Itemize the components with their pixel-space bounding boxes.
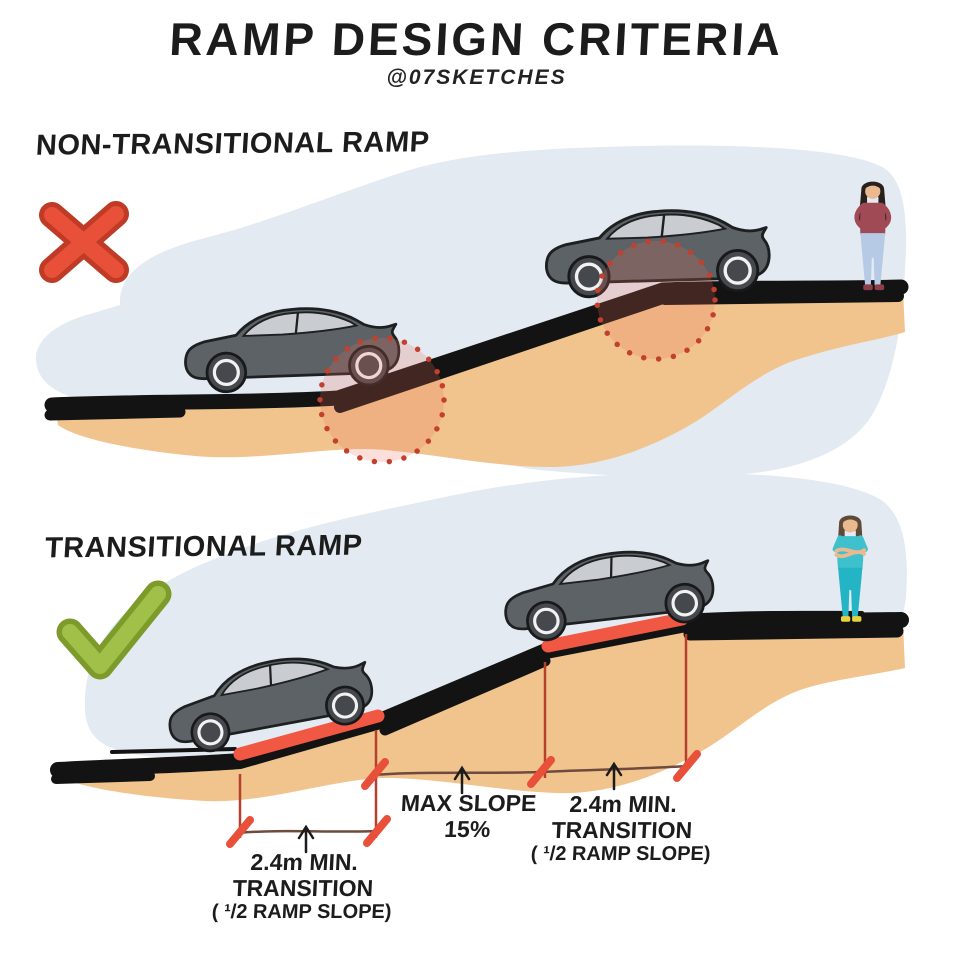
transitional-diagram (50, 472, 909, 854)
tick (226, 816, 254, 848)
shoe-right (852, 616, 862, 622)
annotation-line: ( ¹/2 RAMP SLOPE) (530, 842, 712, 865)
dimension-ticks (226, 750, 701, 848)
road (44, 279, 909, 421)
arm-left (854, 203, 869, 231)
ground (55, 290, 905, 468)
shoe-left (840, 616, 851, 622)
page-title: RAMP DESIGN CRITERIA (168, 13, 785, 65)
road-edge-top (659, 290, 904, 305)
shoe-left (863, 284, 873, 291)
x-icon (39, 201, 129, 283)
jeans (860, 233, 886, 286)
up-arrow-icon (453, 765, 471, 795)
annotation-upper-transition: 2.4m MIN. TRANSITION ( ¹/2 RAMP SLOPE) (510, 791, 734, 866)
annotation-line: 2.4m MIN. (249, 849, 359, 875)
section-label-non-transitional: NON-TRANSITIONAL RAMP (34, 126, 431, 162)
sleeve-right (857, 535, 868, 552)
upper-transition-segment (541, 612, 689, 653)
hair-fringe (842, 517, 858, 523)
tick (673, 750, 701, 782)
up-arrow-icon (297, 824, 315, 854)
pants (838, 567, 863, 618)
dimension-arrows (297, 761, 623, 854)
scrape-zone-circle-upper (594, 238, 718, 362)
section-label-transitional: TRANSITIONAL RAMP (43, 529, 364, 565)
road-edge-left (51, 771, 155, 784)
check-icon (56, 580, 172, 680)
author-credit: @07SKETCHES (386, 66, 567, 89)
hair-fringe (865, 183, 881, 189)
sleeve-left (832, 535, 843, 552)
road-edge-slope (334, 293, 666, 413)
road-edge-slope (379, 655, 551, 736)
crossed-arms (834, 547, 867, 558)
annotation-line: TRANSITION (550, 816, 693, 843)
head (865, 183, 881, 199)
annotation-line: ( ¹/2 RAMP SLOPE) (211, 900, 393, 923)
tick (527, 756, 555, 788)
tick (363, 815, 391, 847)
person-standing-bottom (832, 515, 868, 622)
scrape-zone-circle-lower (317, 335, 447, 465)
annotation-lower-transition: 2.4m MIN. TRANSITION ( ¹/2 RAMP SLOPE) (191, 849, 415, 924)
person-standing-top (854, 181, 892, 291)
non-transitional-diagram (35, 145, 909, 477)
annotation-line: TRANSITION (231, 874, 374, 901)
up-arrow-icon (605, 761, 623, 791)
road-edge-left (44, 406, 186, 421)
annotation-line: 2.4m MIN. (568, 791, 678, 817)
road-surface (44, 279, 909, 413)
dimension-lines (226, 634, 701, 854)
road-edge-top (683, 624, 904, 641)
road-detail-top (700, 610, 864, 617)
shoe-right (874, 284, 885, 291)
arm-right (877, 203, 892, 231)
tick (361, 758, 389, 790)
head (842, 517, 858, 533)
